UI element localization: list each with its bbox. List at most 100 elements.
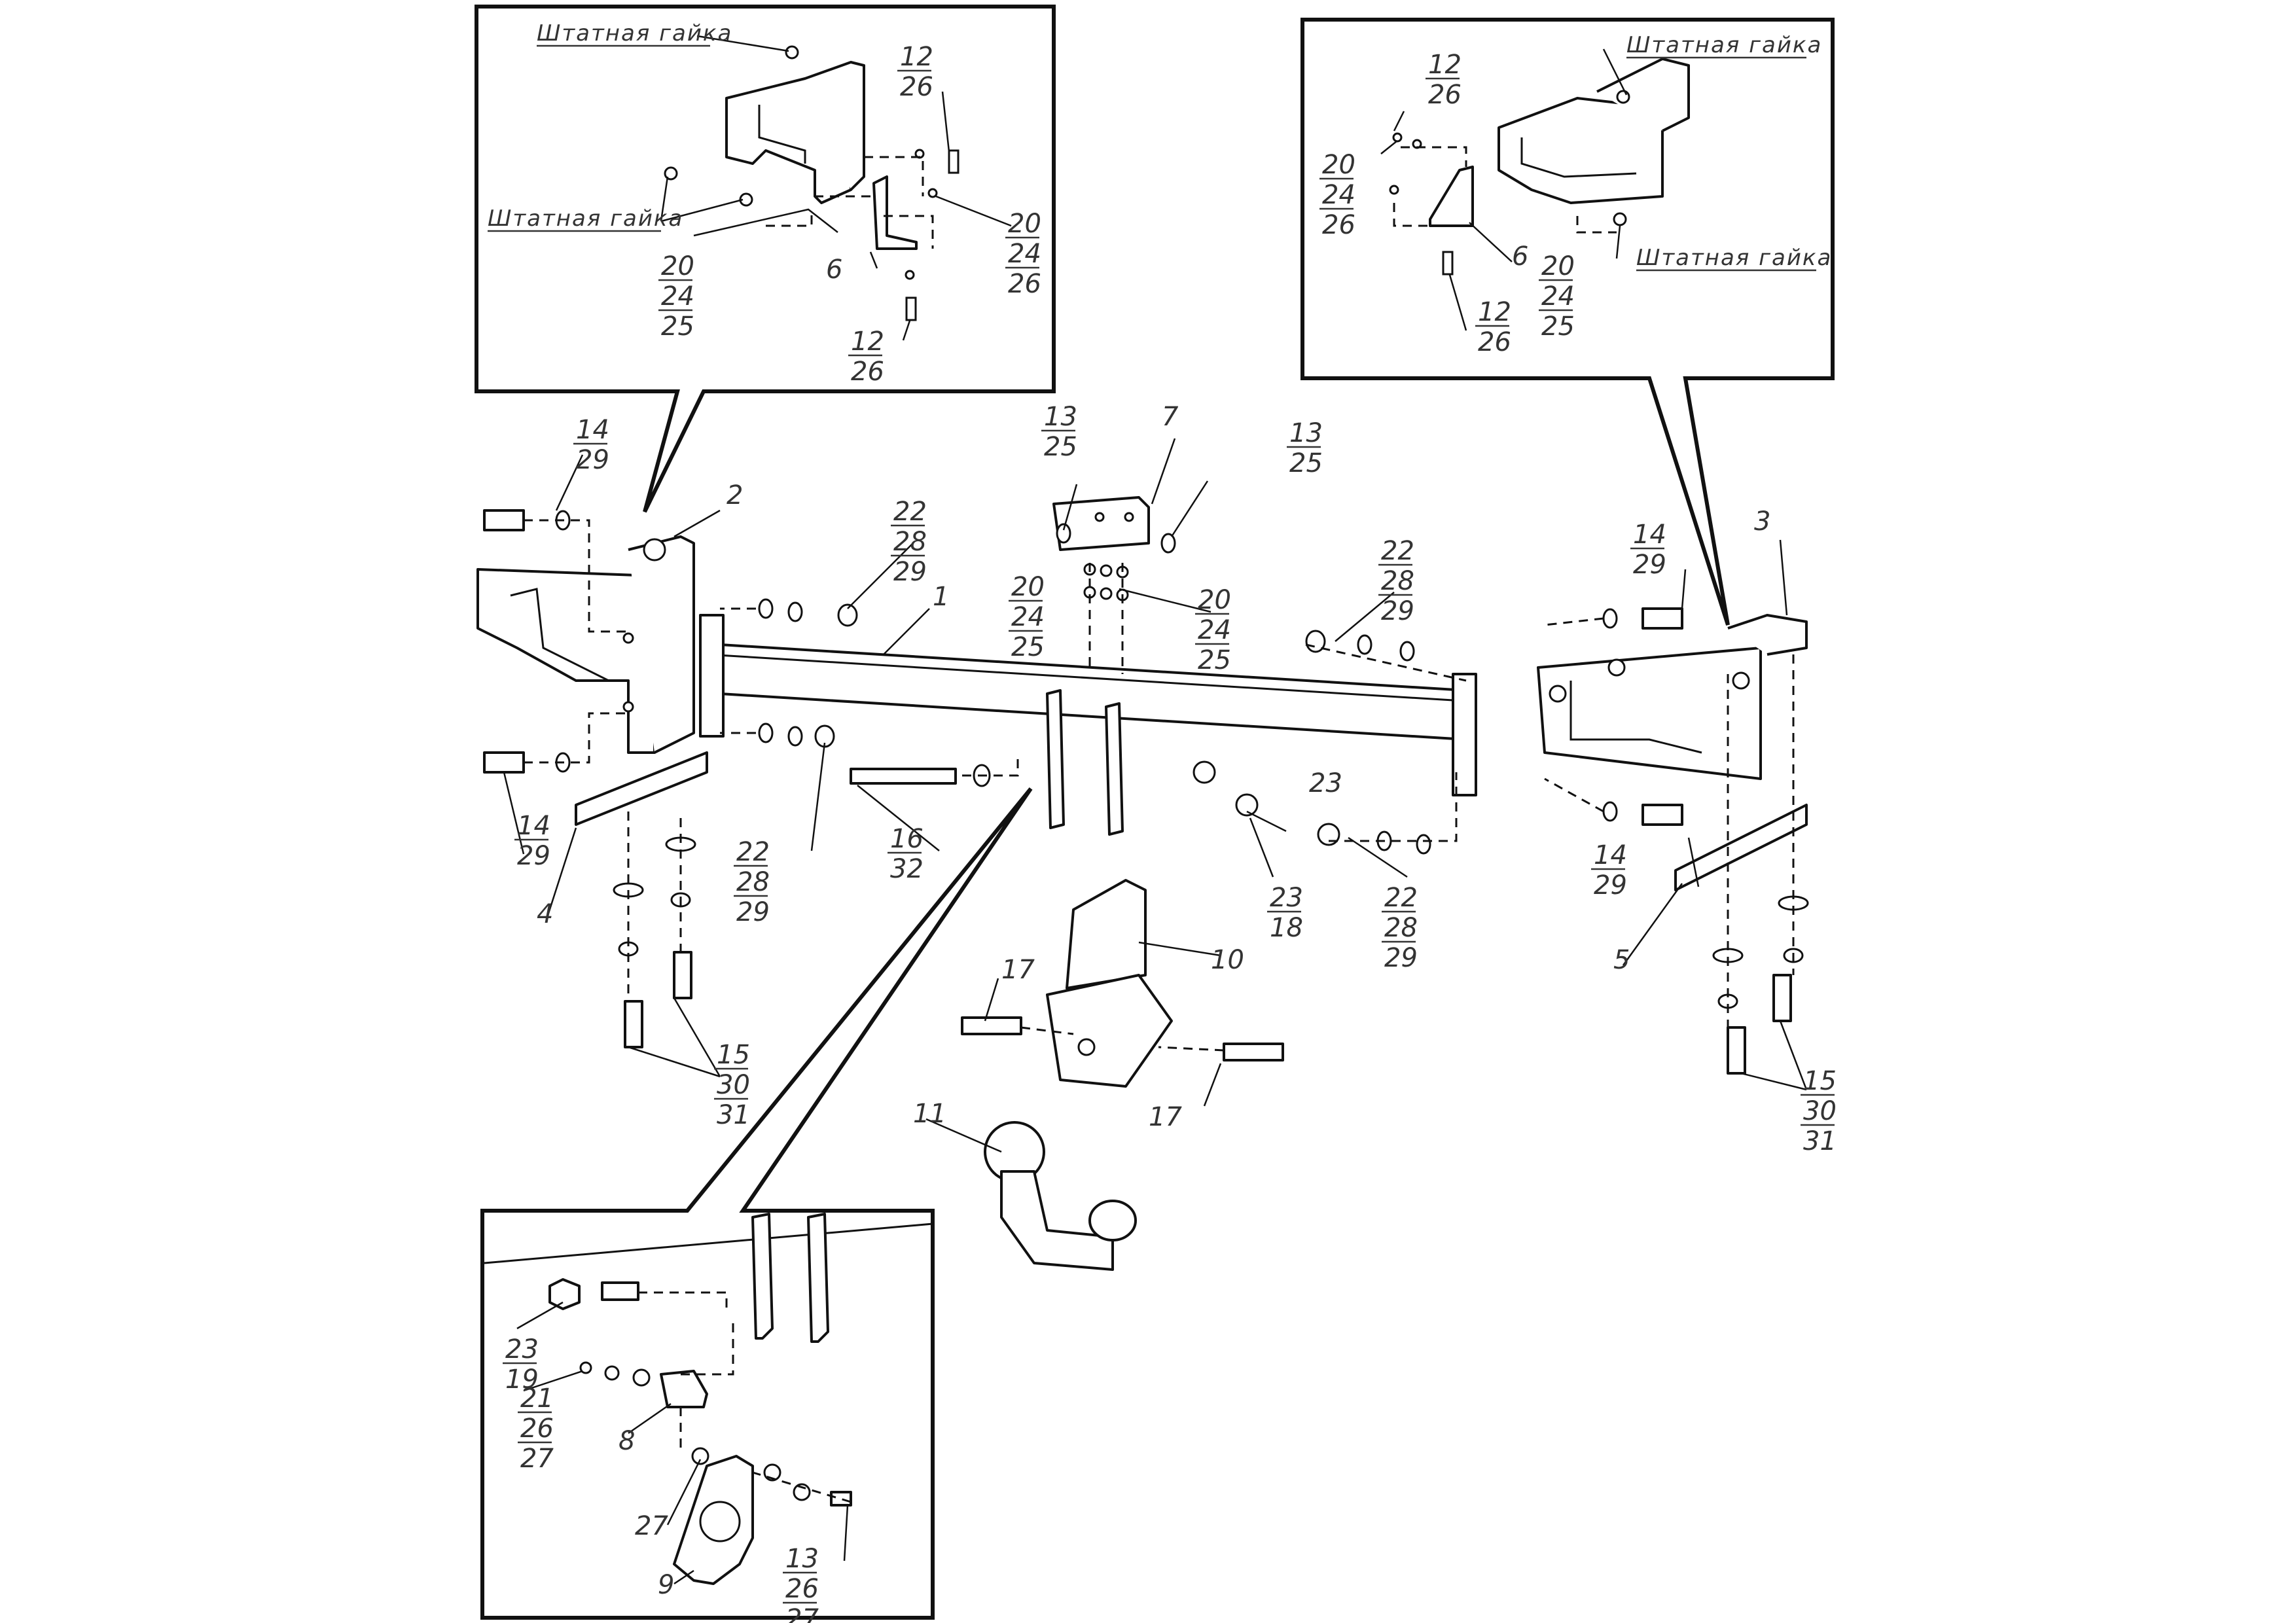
- callout-top-right: [1300, 18, 1835, 626]
- label-p20-24-25-a-2: 25: [1011, 632, 1045, 662]
- label-bl-27: 27: [635, 1511, 668, 1541]
- label-bl-13-26-27-0: 13: [785, 1544, 819, 1574]
- label-p14-29-a-1: 29: [576, 445, 609, 475]
- label-p3: 3: [1754, 507, 1770, 537]
- label-tr-12-26-b-0: 12: [1478, 297, 1511, 327]
- label-p16-32-1: 32: [890, 854, 924, 884]
- label-p15-30-31-b-0: 15: [1803, 1066, 1837, 1096]
- label-p22-28-29-a-2: 29: [893, 557, 927, 587]
- label-p4: 4: [537, 899, 553, 929]
- label-tr-12-26-a-1: 26: [1428, 80, 1462, 110]
- label-p15-30-31-b-2: 31: [1803, 1126, 1837, 1156]
- main-assembly: [476, 496, 1809, 1271]
- label-p10: 10: [1211, 945, 1244, 975]
- label-p7: 7: [1162, 402, 1179, 432]
- label-p20-24-25-a-0: 20: [1011, 572, 1045, 602]
- label-bl-13-26-27-2: 27: [785, 1604, 819, 1623]
- label-tl-20-24-26-0: 20: [1008, 209, 1041, 239]
- detail-top-right: [1389, 58, 1690, 276]
- label-p15-30-31-a-2: 31: [717, 1100, 750, 1130]
- leader-lines: [503, 35, 1808, 1585]
- label-p5: 5: [1613, 945, 1630, 975]
- label-p23-18-1: 18: [1270, 913, 1303, 943]
- label-p15-30-31-b-1: 30: [1803, 1096, 1837, 1126]
- label-tl-20-24-25-2: 25: [661, 312, 694, 342]
- label-tl-12-26-b-0: 12: [851, 327, 884, 357]
- label-p17-b: 17: [1149, 1102, 1182, 1132]
- label-bl-8: 8: [619, 1426, 635, 1456]
- label-p13-25-b-1: 25: [1289, 448, 1323, 478]
- right-bracket: [1537, 647, 1762, 780]
- label-bl-23-19-0: 23: [505, 1334, 539, 1364]
- label-nut-tr-top: Штатная гайка: [1626, 32, 1822, 58]
- label-tr-20-24-25-0: 20: [1541, 251, 1575, 281]
- label-p11: 11: [913, 1099, 946, 1129]
- label-nut-tl-mid: Штатная гайка: [488, 205, 683, 232]
- label-bl-21-26-27-2: 27: [520, 1444, 554, 1474]
- label-p22-28-29-b-0: 22: [1381, 536, 1414, 566]
- tow-ball: [984, 1121, 1137, 1271]
- main-beam: [706, 643, 1467, 741]
- label-p22-28-29-a-1: 28: [893, 527, 927, 557]
- label-bl-13-26-27-1: 26: [785, 1574, 819, 1604]
- label-p23: 23: [1309, 768, 1342, 798]
- label-tr-12-26-b-1: 26: [1478, 327, 1511, 357]
- label-tl-12-26-b-1: 26: [851, 357, 884, 387]
- label-tr-20-24-25-1: 24: [1541, 281, 1575, 312]
- label-tl-12-26-a-1: 26: [900, 72, 933, 102]
- label-p15-30-31-a-1: 30: [717, 1070, 750, 1100]
- label-p20-24-25-b-1: 24: [1198, 615, 1231, 645]
- top-bracket: [1052, 496, 1150, 551]
- label-p14-29-c-1: 29: [1594, 870, 1627, 901]
- label-p16-32-0: 16: [890, 824, 924, 854]
- label-p22-28-29-c-1: 28: [736, 867, 770, 897]
- label-nut-tl-top: Штатная гайка: [537, 20, 732, 46]
- left-bracket: [476, 568, 656, 754]
- label-tr-20-24-26-0: 20: [1322, 150, 1355, 180]
- label-p22-28-29-d-2: 29: [1384, 943, 1418, 973]
- label-p14-29-c-0: 14: [1594, 840, 1627, 870]
- label-tr-6: 6: [1512, 241, 1528, 272]
- label-p14-29-d-0: 14: [517, 811, 550, 841]
- label-tr-20-24-25-2: 25: [1541, 312, 1575, 342]
- label-tr-20-24-26-1: 24: [1322, 180, 1355, 210]
- label-p22-28-29-c-0: 22: [736, 837, 770, 867]
- label-p14-29-b-0: 14: [1633, 520, 1666, 550]
- label-p15-30-31-a-0: 15: [717, 1040, 750, 1070]
- label-p22-28-29-b-1: 28: [1381, 566, 1414, 596]
- detail-top-left: [664, 45, 960, 321]
- callout-top-left: [475, 5, 1056, 513]
- label-bl-21-26-27-1: 26: [520, 1414, 554, 1444]
- right-plate: [1674, 804, 1808, 891]
- label-bl-23-19-1: 19: [505, 1364, 539, 1395]
- label-p22-28-29-b-2: 29: [1381, 596, 1414, 626]
- label-p20-24-25-b-2: 25: [1198, 645, 1231, 675]
- label-p13-25-a-0: 13: [1044, 402, 1077, 432]
- label-p13-25-a-1: 25: [1044, 432, 1077, 462]
- label-nut-tr-bot: Штатная гайка: [1636, 245, 1832, 271]
- label-p13-25-b-0: 13: [1289, 418, 1323, 448]
- label-p14-29-a-0: 14: [576, 415, 609, 445]
- label-tl-20-24-25-1: 24: [661, 281, 694, 312]
- label-p22-28-29-d-1: 28: [1384, 913, 1418, 943]
- label-bl-9: 9: [658, 1570, 674, 1600]
- label-tl-20-24-26-2: 26: [1008, 269, 1041, 299]
- label-p17-a: 17: [1001, 955, 1035, 985]
